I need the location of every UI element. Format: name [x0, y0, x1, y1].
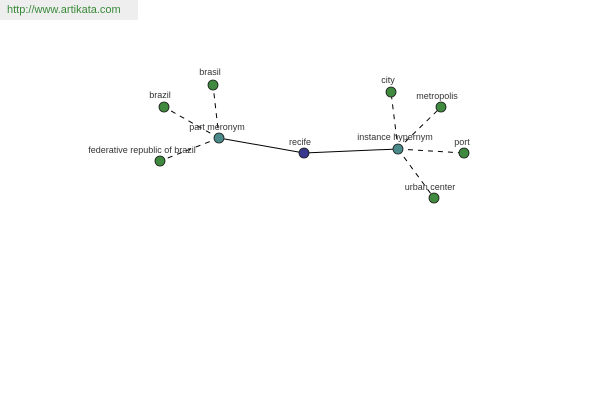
relation-node-label: part meronym [189, 122, 245, 132]
edge-part-meronym-brazil [163, 106, 220, 139]
leaf-node-dot[interactable] [428, 192, 440, 204]
leaf-node-dot[interactable] [158, 101, 170, 113]
node-port[interactable]: port [454, 137, 470, 159]
leaf-node-label: federative republic of brazil [88, 145, 196, 155]
edge-part-meronym-federative-republic-of-brazil [159, 137, 220, 162]
leaf-node-dot[interactable] [154, 155, 166, 167]
leaf-node-label: urban center [405, 182, 456, 192]
leaf-node-label: port [454, 137, 470, 147]
relation-node-label: instance hypernym [357, 132, 433, 142]
center-node-label: recife [289, 137, 311, 147]
node-recife[interactable]: recife [289, 137, 311, 159]
url-bar: http://www.artikata.com [0, 0, 138, 20]
relation-node-dot[interactable] [392, 143, 404, 155]
site-url-link[interactable]: http://www.artikata.com [7, 4, 121, 16]
nodes-layer: brasil brazil federative republic of brazi… [88, 67, 470, 204]
leaf-node-label: brasil [199, 67, 221, 77]
edge-instance-hypernym-metropolis [397, 106, 442, 150]
node-urban-center[interactable]: urban center [405, 182, 456, 204]
node-city[interactable]: city [381, 75, 397, 98]
edge-instance-hypernym-port [397, 148, 465, 154]
leaf-node-label: city [381, 75, 395, 85]
leaf-node-dot[interactable] [207, 79, 219, 91]
leaf-node-dot[interactable] [458, 147, 470, 159]
leaf-node-label: brazil [149, 90, 171, 100]
node-instance-hypernym[interactable]: instance hypernym [357, 132, 433, 155]
leaf-node-dot[interactable] [435, 101, 447, 113]
edge-recife-part-meronym [218, 137, 305, 154]
node-metropolis[interactable]: metropolis [416, 91, 458, 113]
node-brasil[interactable]: brasil [199, 67, 221, 91]
edge-part-meronym-brasil [212, 84, 220, 139]
relation-node-dot[interactable] [213, 132, 225, 144]
edge-instance-hypernym-urban-center [397, 148, 435, 199]
center-node-dot[interactable] [298, 147, 310, 159]
node-part-meronym[interactable]: part meronym [189, 122, 245, 144]
leaf-node-label: metropolis [416, 91, 458, 101]
edge-recife-instance-hypernym [303, 148, 399, 154]
node-brazil[interactable]: brazil [149, 90, 171, 113]
node-federative-republic-of-brazil[interactable]: federative republic of brazil [88, 145, 196, 167]
leaf-node-dot[interactable] [385, 86, 397, 98]
edges-layer [159, 84, 465, 199]
